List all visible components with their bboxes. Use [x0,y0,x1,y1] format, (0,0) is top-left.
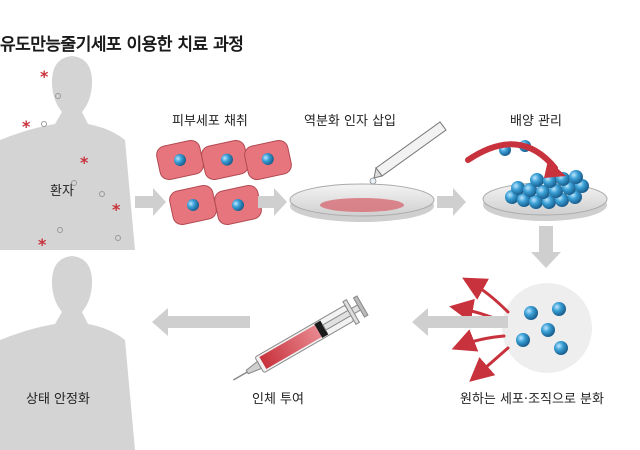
svg-text:*: * [112,200,121,219]
infusion-label: 인체 투여 [252,392,304,407]
skin-cells-label: 피부세포 채취 [172,114,248,129]
arrow-patient-to-cells [135,188,166,216]
pipette-icon [369,121,447,185]
svg-text:*: * [40,67,49,86]
arrow-culture-to-differentiation [531,226,561,268]
arrow-dish-to-culture [437,188,466,216]
patient-label: 환자 [50,184,74,199]
syringe-icon [233,295,369,381]
symptom-markers: * * * * * [22,67,121,254]
symptom-dots [41,93,121,241]
stabilized-label: 상태 안정화 [26,392,90,407]
stem-cell-cluster-icon [465,140,608,221]
differentiated-cells-icon [502,283,592,373]
differentiation-label: 원하는 세포·조직으로 분화 [460,392,604,407]
arrow-differentiation-to-syringe [412,308,508,336]
petri-dish-icon [289,183,435,222]
patient-silhouette-icon [0,56,135,250]
svg-text:*: * [80,153,89,172]
svg-text:*: * [22,117,31,136]
arrow-cells-to-dish [258,188,287,216]
svg-text:*: * [38,235,47,254]
reprogramming-label: 역분화 인자 삽입 [304,114,396,129]
culture-label: 배양 관리 [510,114,562,129]
stabilized-person-silhouette-icon [0,256,135,450]
page-title: 유도만능줄기세포 이용한 치료 과정 [0,35,244,55]
arrow-syringe-to-stabilized [152,308,250,336]
differentiation-arrows [449,277,510,382]
skin-cell-icon [156,139,292,226]
